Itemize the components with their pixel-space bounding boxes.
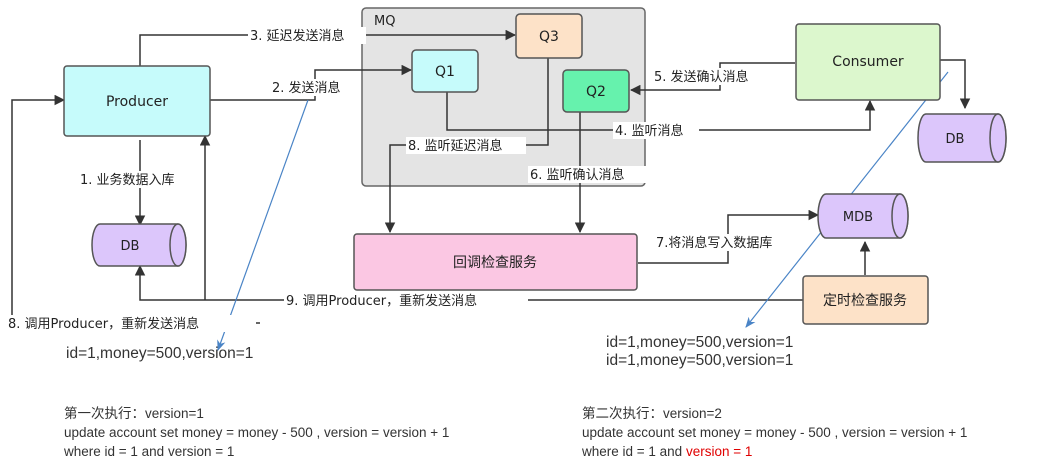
- edge-2-label: 2. 发送消息: [272, 80, 341, 96]
- q2-node: Q2: [562, 69, 630, 113]
- timer-service-label: 定时检查服务: [823, 293, 907, 309]
- q1-node: Q1: [411, 49, 479, 93]
- second-execution-sql: update account set money = money - 500 ,…: [582, 425, 968, 440]
- record-left: id=1,money=500,version=1: [66, 345, 254, 362]
- record-right-2: id=1,money=500,version=1: [606, 352, 794, 369]
- consumer-node: Consumer: [795, 23, 941, 101]
- first-execution-block: 第一次执行：version=1 update account set money…: [64, 404, 449, 461]
- edge-9-line: [134, 264, 803, 301]
- edge-3-line: [139, 29, 517, 66]
- q2-label: Q2: [586, 84, 606, 100]
- second-execution-title: 第二次执行：version=2: [582, 406, 722, 421]
- callback-service-label: 回调检查服务: [453, 255, 537, 271]
- db-left-label: DB: [121, 239, 140, 254]
- edge-9-label: 9. 调用Producer，重新发送消息: [286, 293, 477, 309]
- edge-8b-label: 8. 调用Producer，重新发送消息: [8, 316, 199, 332]
- timer-service-node: 定时检查服务: [802, 275, 929, 325]
- mdb-cylinder: MDB: [817, 193, 909, 239]
- edge-8a-label: 8. 监听延迟消息: [408, 138, 503, 154]
- callback-service-node: 回调检查服务: [353, 233, 638, 291]
- second-execution-block: 第二次执行：version=2 update account set money…: [582, 404, 967, 461]
- producer-node: Producer: [63, 65, 211, 137]
- first-execution-title: 第一次执行：version=1: [64, 406, 204, 421]
- edge-labels: 3. 延迟发送消息 2. 发送消息 5. 发送确认消息 4. 监听消息 8. 监…: [6, 27, 800, 332]
- edge-7-label: 7.将消息写入数据库: [656, 235, 772, 251]
- first-execution-sql: update account set money = money - 500 ,…: [64, 425, 450, 440]
- q3-label: Q3: [539, 29, 559, 45]
- producer-label: Producer: [106, 94, 168, 110]
- blue-arrow-left: [217, 99, 309, 352]
- db-left-cylinder: DB: [91, 223, 187, 267]
- edge-1-label: 1. 业务数据入库: [80, 172, 175, 188]
- mq-label: MQ: [374, 14, 395, 29]
- mdb-label: MDB: [843, 210, 873, 225]
- record-right-1: id=1,money=500,version=1: [606, 334, 794, 351]
- db-right-cylinder: DB: [917, 113, 1007, 163]
- edge-4-label: 4. 监听消息: [615, 123, 684, 139]
- first-execution-where: where id = 1 and version = 1: [64, 444, 235, 459]
- second-execution-where: where id = 1 and version = 1: [582, 442, 967, 461]
- q3-node: Q3: [515, 13, 583, 59]
- second-where-highlight: version = 1: [685, 444, 753, 459]
- second-where-prefix: where id = 1 and: [582, 444, 686, 459]
- edge-6-label: 6. 监听确认消息: [530, 167, 625, 183]
- edge-consumer-db-line: [940, 59, 971, 110]
- edge-5-label: 5. 发送确认消息: [654, 69, 749, 85]
- q1-label: Q1: [435, 64, 455, 80]
- db-right-label: DB: [946, 132, 965, 147]
- consumer-label: Consumer: [832, 54, 904, 70]
- edge-3-label: 3. 延迟发送消息: [250, 28, 345, 44]
